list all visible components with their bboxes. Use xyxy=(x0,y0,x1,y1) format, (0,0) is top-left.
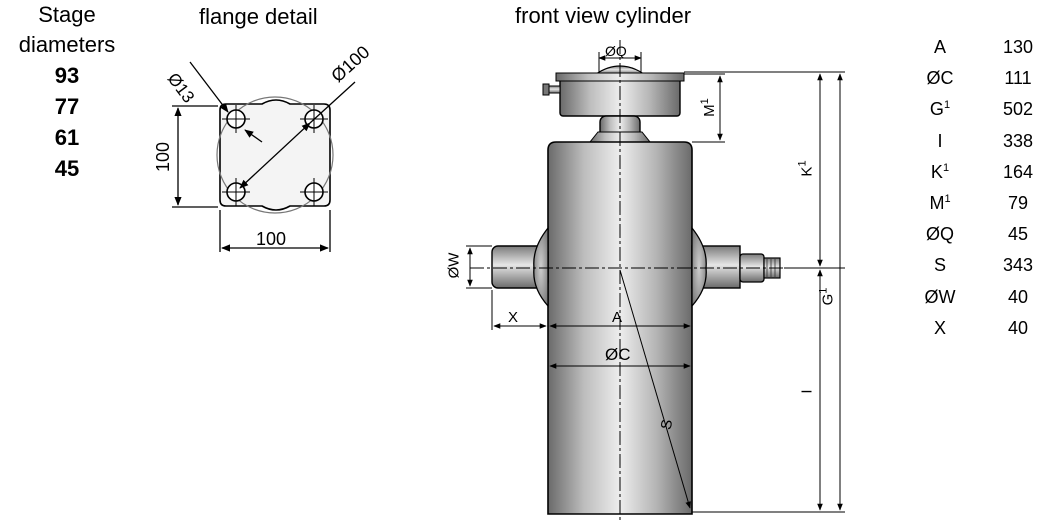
label-C: ØC xyxy=(605,345,631,364)
label-Q: ØQ xyxy=(605,43,627,59)
label-I: I xyxy=(798,389,816,394)
dim-key-sup: 1 xyxy=(943,99,951,112)
label-M-sup: 1 xyxy=(698,98,711,105)
dim-value: 338 xyxy=(1002,130,1034,151)
flange-detail-title: flange detail xyxy=(199,4,318,29)
dim-key-text: M xyxy=(929,193,945,214)
label-G-sup: 1 xyxy=(817,287,830,294)
label-K-sup: 1 xyxy=(796,160,809,167)
dim-key-text: G xyxy=(929,99,944,120)
dim-key: M1 xyxy=(908,193,972,214)
flange-height-label: 100 xyxy=(153,141,174,173)
table-row: ØC 111 xyxy=(908,63,1048,94)
stage-value: 93 xyxy=(54,63,80,88)
label-W: ØW xyxy=(445,252,463,279)
dim-value: 343 xyxy=(1002,255,1034,276)
stage-heading-line1: Stage xyxy=(38,2,96,27)
table-row: S 343 xyxy=(908,250,1048,281)
dim-key: ØQ xyxy=(908,224,972,245)
label-K: K1 xyxy=(796,160,816,177)
table-row: K1 164 xyxy=(908,157,1048,188)
dim-value: 45 xyxy=(1007,224,1029,245)
dim-key: ØW xyxy=(908,287,972,308)
table-row: I 338 xyxy=(908,126,1048,157)
dim-key: I xyxy=(908,131,972,152)
table-row: G1 502 xyxy=(908,94,1048,125)
stage-value: 77 xyxy=(54,94,80,119)
stage-value: 61 xyxy=(54,125,80,150)
stage-values-list: 93 77 61 45 xyxy=(30,60,104,184)
front-view-title: front view cylinder xyxy=(515,3,692,28)
dim-key-text: ØC xyxy=(926,68,954,89)
table-row: ØQ 45 xyxy=(908,219,1048,250)
dim-key-text: I xyxy=(937,130,943,151)
dim-value: 40 xyxy=(1007,286,1029,307)
dim-key-sup: 1 xyxy=(942,161,950,174)
dim-value: 40 xyxy=(1007,317,1029,338)
dim-key-sup: 1 xyxy=(944,193,951,206)
table-row: A 130 xyxy=(908,32,1048,63)
table-row: X 40 xyxy=(908,313,1048,344)
dim-key-text: K xyxy=(930,161,943,182)
dim-key-text: ØW xyxy=(924,286,956,307)
dim-key: ØC xyxy=(908,68,972,89)
label-K-text: K xyxy=(798,166,816,177)
dim-key-text: S xyxy=(933,255,946,276)
stage-diameters-heading: Stage diameters xyxy=(0,0,134,60)
dim-value: 164 xyxy=(1002,161,1034,182)
dim-key: X xyxy=(908,318,972,339)
dim-key: G1 xyxy=(908,99,972,120)
front-dimension-lines xyxy=(466,40,845,520)
dim-value: 79 xyxy=(1007,193,1029,214)
dim-key-text: X xyxy=(933,317,946,338)
dim-key-text: ØQ xyxy=(925,224,954,245)
label-G-text: G xyxy=(819,293,837,306)
stage-heading-line2: diameters xyxy=(18,32,116,57)
cylinder-outline xyxy=(491,65,781,515)
dim-key: S xyxy=(908,255,972,276)
label-X: X xyxy=(508,309,519,326)
dim-value: 130 xyxy=(1002,37,1034,58)
dim-key: A xyxy=(908,37,972,58)
dim-key-text: A xyxy=(933,37,946,58)
dim-value: 111 xyxy=(1004,68,1032,89)
label-M: M1 xyxy=(698,98,718,117)
dimension-table: A 130 ØC 111 G1 502 I 338 K1 164 M1 79 Ø… xyxy=(908,32,1048,344)
table-row: M1 79 xyxy=(908,188,1048,219)
dim-key: K1 xyxy=(908,162,972,183)
flange-width-label: 100 xyxy=(256,229,287,249)
table-row: ØW 40 xyxy=(908,282,1048,313)
label-M-text: M xyxy=(700,104,718,117)
label-A: A xyxy=(612,309,623,326)
flange-dimension-lines xyxy=(172,61,356,252)
label-G: G1 xyxy=(817,287,837,306)
stage-value: 45 xyxy=(54,156,80,181)
dim-value: 502 xyxy=(1002,99,1034,120)
